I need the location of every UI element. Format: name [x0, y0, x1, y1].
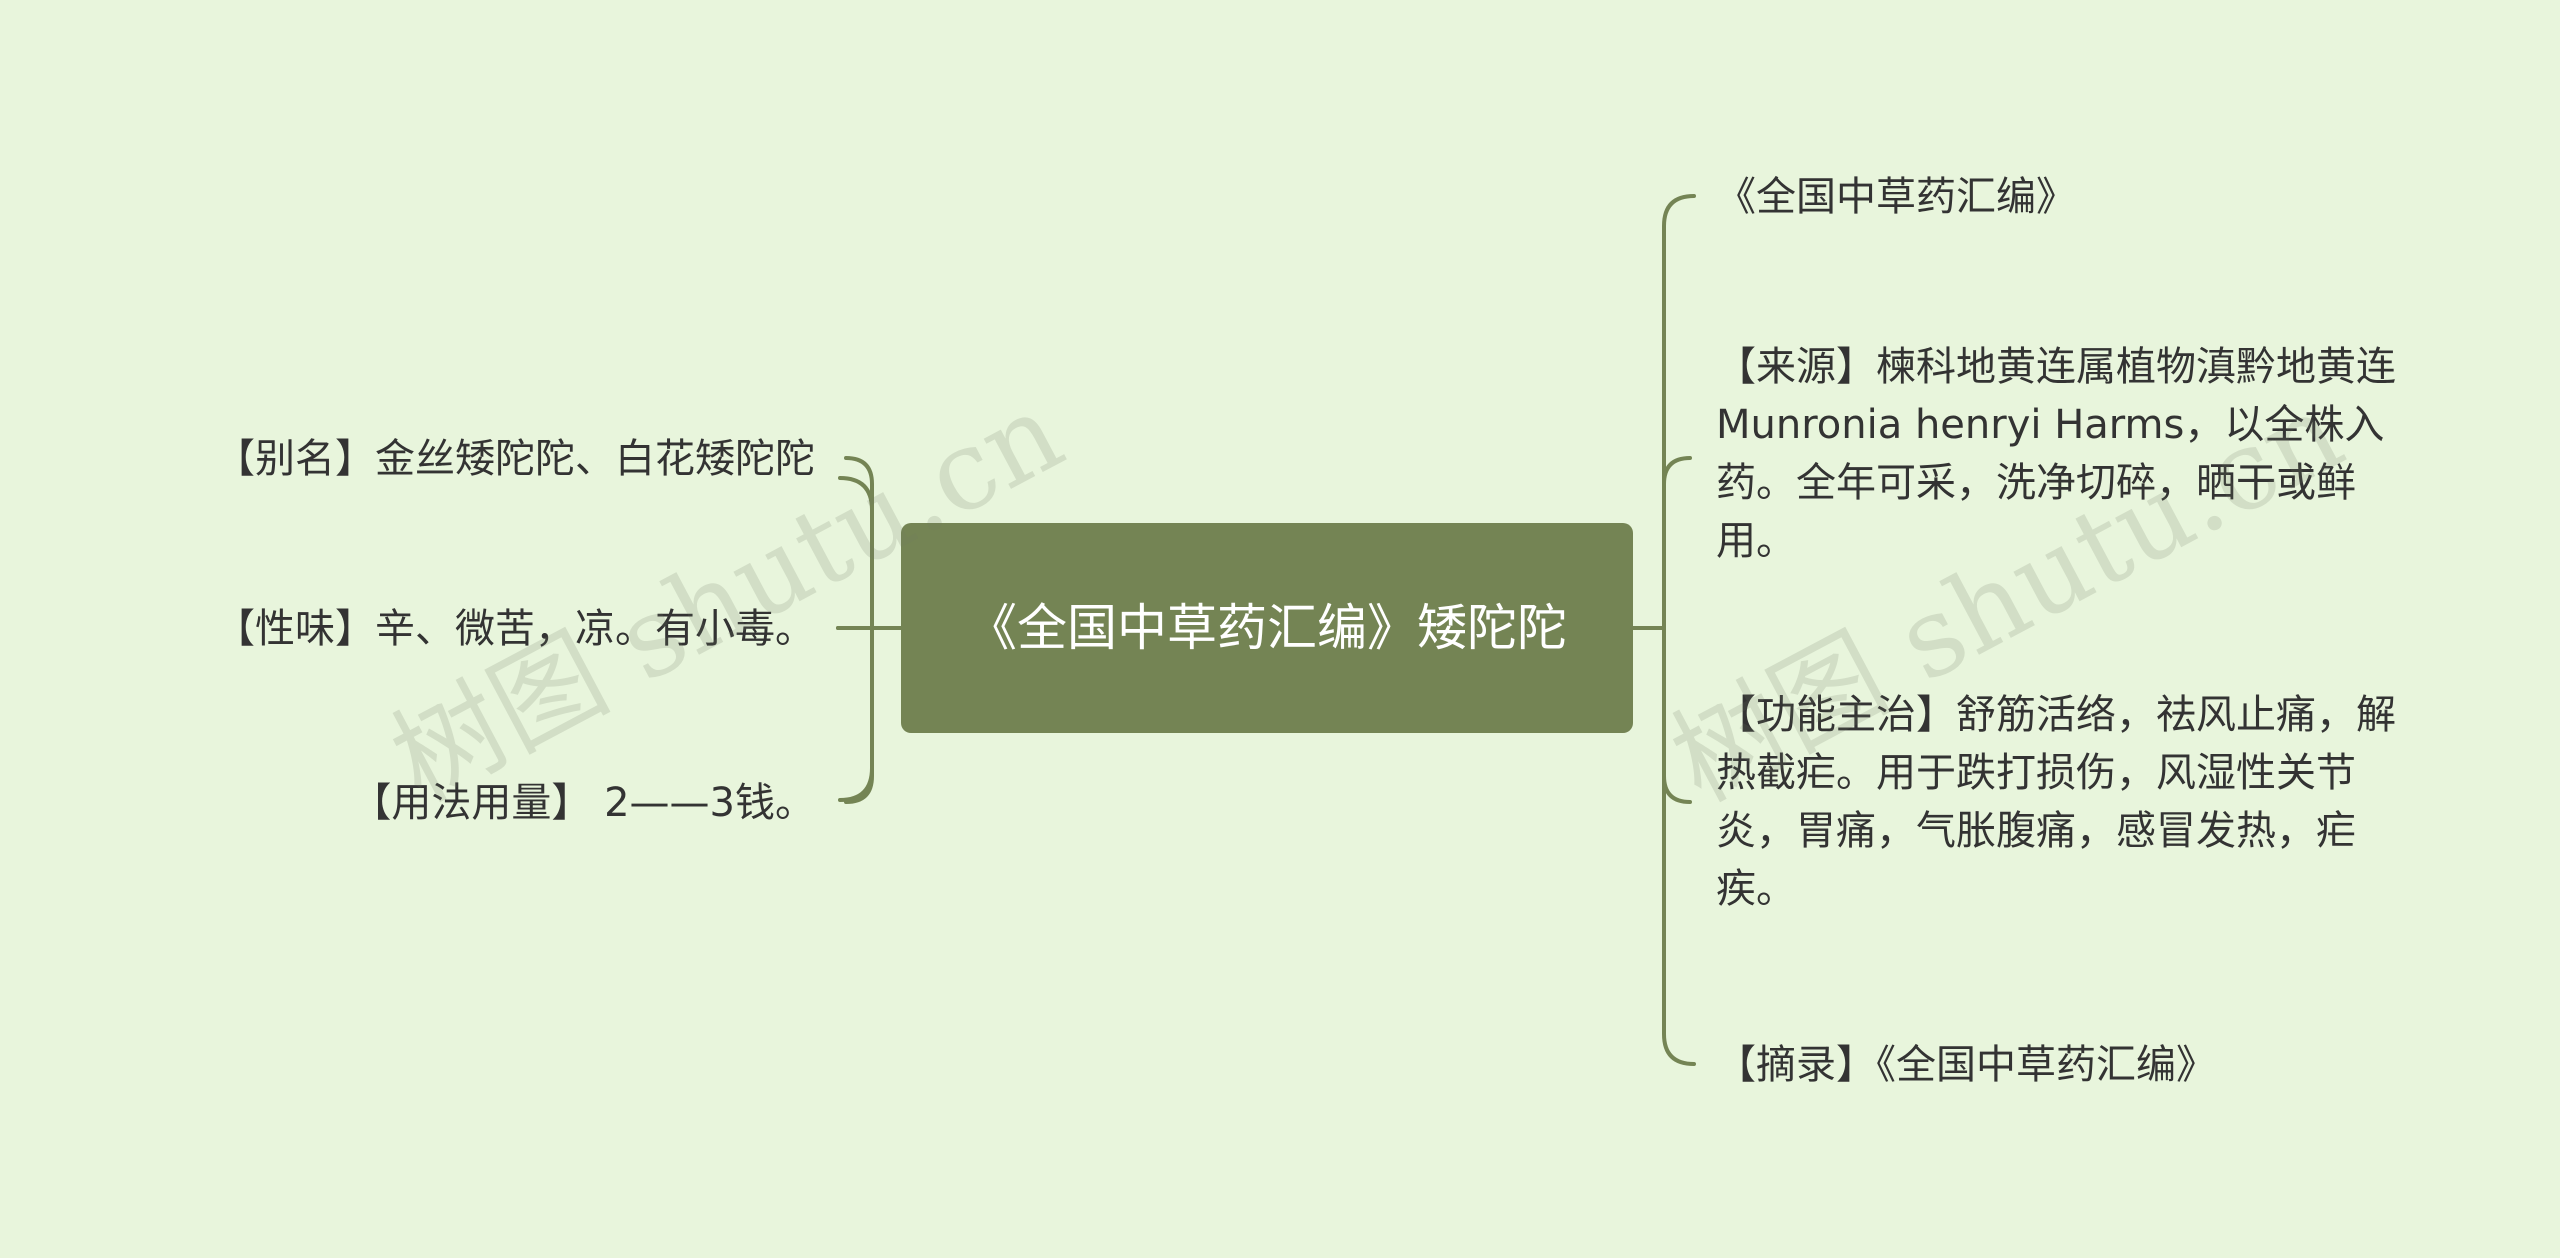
center-topic-node[interactable]: 《全国中草药汇编》矮陀陀: [901, 523, 1633, 733]
center-topic-label: 《全国中草药汇编》矮陀陀: [967, 599, 1567, 657]
left-branch-dosage-label: 【用法用量】 2——3钱。: [351, 780, 815, 826]
right-branch-excerpt[interactable]: 【摘录】《全国中草药汇编》: [1716, 1036, 2216, 1094]
right-branch-source-book-label: 《全国中草药汇编》: [1716, 174, 2076, 220]
connector-right-branch-2: [1662, 456, 1692, 486]
left-branch-taste-label: 【性味】辛、微苦，凉。有小毒。: [215, 606, 815, 652]
right-branch-functions-label: 【功能主治】舒筋活络，祛风止痛，解热截疟。用于跌打损伤，风湿性关节炎，胃痛，气胀…: [1716, 692, 2396, 912]
left-branch-alias-label: 【别名】金丝矮陀陀、白花矮陀陀: [215, 436, 815, 482]
right-branch-excerpt-label: 【摘录】《全国中草药汇编》: [1716, 1042, 2216, 1088]
right-branch-functions[interactable]: 【功能主治】舒筋活络，祛风止痛，解热截疟。用于跌打损伤，风湿性关节炎，胃痛，气胀…: [1716, 686, 2416, 918]
right-branch-origin-label: 【来源】楝科地黄连属植物滇黔地黄连Munronia henryi Harms，以…: [1716, 344, 2396, 564]
right-branch-origin[interactable]: 【来源】楝科地黄连属植物滇黔地黄连Munronia henryi Harms，以…: [1716, 338, 2416, 570]
connector-right-trunk: [1662, 194, 1696, 1066]
left-branch-alias[interactable]: 【别名】金丝矮陀陀、白花矮陀陀: [215, 430, 815, 488]
left-branch-dosage[interactable]: 【用法用量】 2——3钱。: [351, 774, 815, 832]
left-branch-taste[interactable]: 【性味】辛、微苦，凉。有小毒。: [215, 600, 815, 658]
connector-right-branch-3: [1662, 774, 1692, 804]
right-branch-source-book[interactable]: 《全国中草药汇编》: [1716, 168, 2076, 226]
connector-left-trunk: [838, 476, 874, 802]
